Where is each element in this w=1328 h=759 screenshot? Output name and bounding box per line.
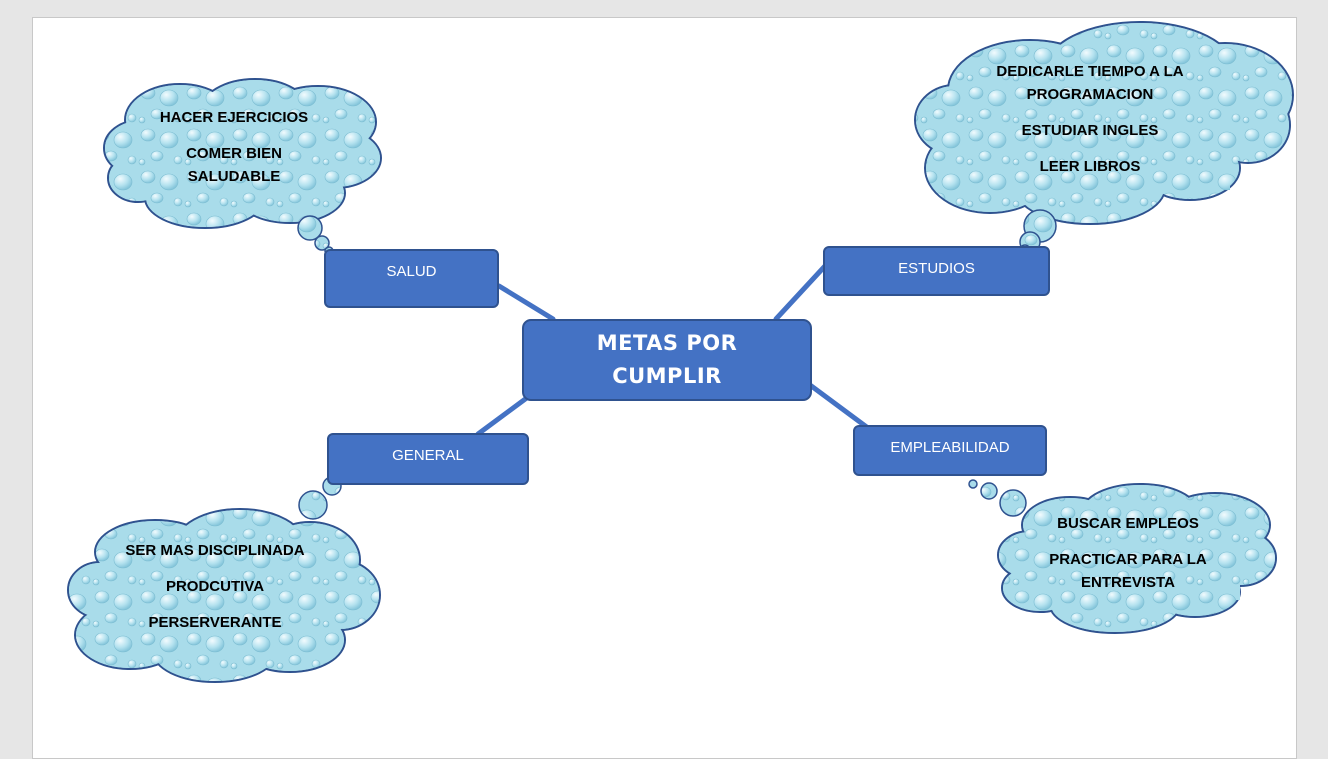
branch-node-general: GENERAL	[327, 433, 529, 485]
branch-node-estudios: ESTUDIOS	[823, 246, 1050, 296]
thought-cloud-icon	[914, 21, 1294, 225]
cloud-item: COMER BIEN SALUDABLE	[186, 142, 282, 188]
connector-estudios	[773, 263, 828, 322]
cloud-text-estudios: DEDICARLE TIEMPO A LA PROGRAMACION ESTUD…	[970, 60, 1210, 178]
cloud-item-line: COMER BIEN	[186, 145, 282, 162]
cloud-item-line: HACER EJERCICIOS	[159, 109, 309, 126]
cloud-item-line: SALUDABLE	[187, 168, 281, 185]
cloud-item: LEER LIBROS	[1040, 155, 1141, 178]
cloud-item-line: SER MAS DISCIPLINADA	[125, 542, 305, 559]
thought-cloud-icon	[103, 78, 382, 229]
cloud-item-line: ENTREVISTA	[1081, 574, 1175, 591]
branch-node-salud: SALUD	[324, 249, 499, 308]
cloud-item: SER MAS DISCIPLINADA	[125, 539, 304, 562]
central-node: METAS POR CUMPLIR	[522, 319, 812, 401]
cloud-text-empleabilidad: BUSCAR EMPLEOS PRACTICAR PARA LA ENTREVI…	[1028, 512, 1228, 594]
cloud-item-line: PRODCUTIVA	[165, 578, 265, 595]
cloud-item-line: DEDICARLE TIEMPO A LA	[996, 63, 1184, 80]
cloud-text-general: SER MAS DISCIPLINADA PRODCUTIVA PERSERVE…	[100, 539, 330, 634]
cloud-item: PRACTICAR PARA LA ENTREVISTA	[1049, 548, 1207, 594]
cloud-item: ESTUDIAR INGLES	[1022, 119, 1159, 142]
cloud-item: BUSCAR EMPLEOS	[1057, 512, 1199, 535]
cloud-item-line: PRACTICAR PARA LA	[1049, 551, 1207, 568]
connector-empleabilidad	[807, 382, 871, 431]
branch-label-empleabilidad: EMPLEABILIDAD	[890, 439, 1010, 456]
cloud-item: PRODCUTIVA	[166, 575, 264, 598]
cloud-item-line: LEER LIBROS	[1039, 158, 1141, 175]
thought-bubble-icon	[968, 479, 1027, 517]
thought-cloud-icon	[997, 483, 1277, 634]
cloud-item: PERSERVERANTE	[148, 611, 281, 634]
cloud-item-line: BUSCAR EMPLEOS	[1057, 515, 1199, 532]
cloud-item: DEDICARLE TIEMPO A LA PROGRAMACION	[996, 60, 1183, 106]
central-title-line-2: CUMPLIR	[612, 364, 722, 388]
branch-label-estudios: ESTUDIOS	[898, 260, 975, 277]
branch-label-salud: SALUD	[386, 263, 437, 280]
connector-salud	[496, 283, 556, 322]
cloud-item-line: PROGRAMACION	[1026, 86, 1154, 103]
cloud-item-line: PERSERVERANTE	[148, 614, 282, 631]
thought-cloud-icon	[67, 508, 381, 683]
cloud-text-salud: HACER EJERCICIOS COMER BIEN SALUDABLE	[134, 106, 334, 188]
branch-label-general: GENERAL	[392, 447, 464, 464]
cloud-item-line: ESTUDIAR INGLES	[1021, 122, 1159, 139]
branch-node-empleabilidad: EMPLEABILIDAD	[853, 425, 1047, 476]
connector-general	[475, 394, 531, 437]
central-title-line-1: METAS POR	[596, 331, 738, 355]
cloud-item: HACER EJERCICIOS	[160, 106, 308, 129]
connectors	[475, 263, 871, 437]
